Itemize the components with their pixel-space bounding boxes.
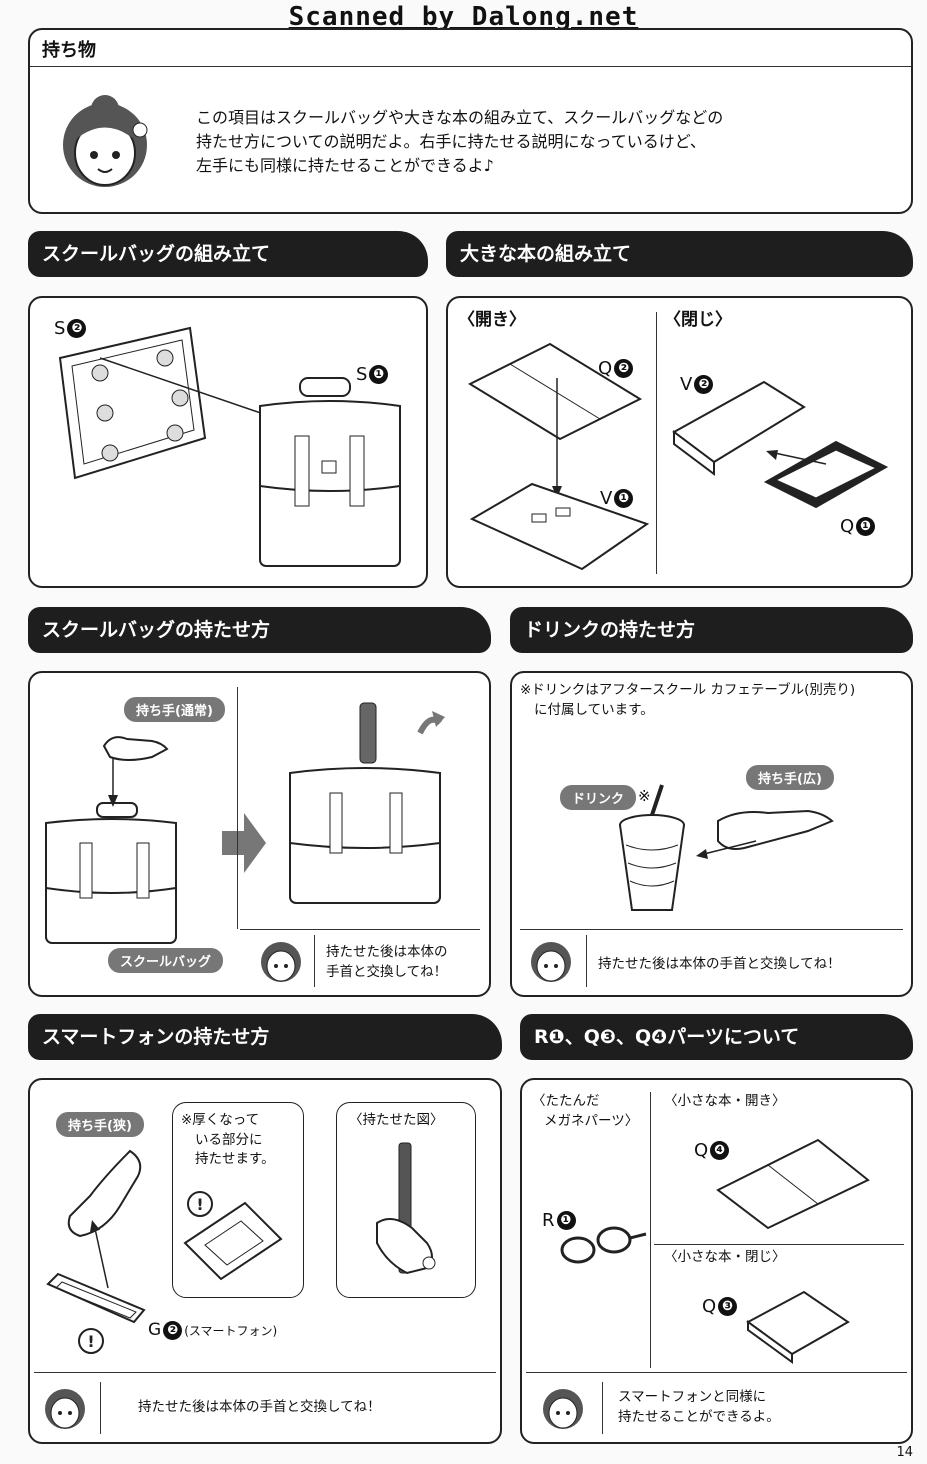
label-g2: G: [148, 1320, 162, 1340]
held-view-box: 〈持たせた図〉: [336, 1102, 476, 1298]
num-s1: ❶: [369, 365, 389, 384]
num-s2: ❷: [67, 319, 87, 338]
parts-note-1: スマートフォンと同様に: [618, 1389, 767, 1405]
hand-wide-icon: [717, 809, 834, 850]
book-assembly-header: 大きな本の組み立て: [446, 231, 913, 277]
drink-arrow-left: [696, 840, 757, 859]
label-v2: V: [680, 374, 693, 395]
hand-wide-label: 持ち手(広): [746, 765, 834, 790]
num-v2: ❷: [694, 375, 714, 394]
folded-glasses-label-2: メガネパーツ〉: [544, 1112, 639, 1129]
hand-normal-label: 持ち手(通常): [124, 697, 225, 722]
next-arrow-icon: [222, 813, 266, 873]
small-book-open-image: [716, 1138, 870, 1230]
hand-arrow-down: [108, 757, 118, 807]
character-face-icon-2: [261, 942, 301, 982]
drink-note-top-2: に付属しています。: [534, 701, 654, 718]
page-number: 14: [896, 1445, 913, 1460]
drink-holding-header: ドリンクの持たせ方: [510, 607, 913, 653]
parts-header: R❶、Q❸、Q❹パーツについて: [520, 1014, 913, 1060]
thick-note-2: いる部分に: [195, 1131, 263, 1148]
num-v1: ❶: [614, 489, 634, 508]
folded-glasses-label-1: 〈たたんだ: [532, 1093, 600, 1109]
bag-holding-header: スクールバッグの持たせ方: [28, 607, 491, 653]
warning-icon: !: [78, 1328, 104, 1354]
hand-normal-icon: [102, 736, 169, 761]
thick-part-callout: ※厚くなって いる部分に 持たせます。 !: [172, 1102, 304, 1298]
bag-holding-box: 持ち手(通常) スクールバッグ 持たせた後は本体の 手首と交換してね！: [28, 671, 491, 997]
bag-note-line-1: 持たせた後は本体の: [326, 944, 448, 960]
small-book-close-label: 〈小さな本・閉じ〉: [664, 1249, 786, 1265]
hand-narrow-label: 持ち手(狭): [56, 1112, 144, 1137]
g2-sub: (スマートフォン): [184, 1323, 278, 1338]
bag-frame-part: [58, 326, 207, 480]
open-book-bottom: [469, 482, 650, 571]
num-q1: ❶: [856, 517, 876, 536]
warning-icon-2: !: [187, 1191, 213, 1217]
thick-note-3: 持たせます。: [195, 1151, 275, 1168]
num-g2: ❷: [163, 1320, 183, 1340]
phone-holding-header: スマートフォンの持たせ方: [28, 1014, 502, 1060]
phone-held-image: [376, 1142, 436, 1275]
label-s1: S: [356, 364, 368, 385]
book-pages-block: [763, 440, 889, 509]
drink-mark: ※: [638, 787, 651, 805]
parts-note-2: 持たせることができるよ。: [618, 1408, 780, 1425]
drink-note: 持たせた後は本体の手首と交換してね！: [598, 956, 841, 972]
bag-small-image: [45, 802, 177, 944]
drink-cup-image: [619, 784, 685, 911]
character-face-icon-4: [45, 1389, 85, 1429]
small-book-closed-image: [746, 1290, 850, 1364]
character-face-icon-3: [531, 942, 571, 982]
phone-note: 持たせた後は本体の手首と交換してね！: [138, 1399, 381, 1415]
book-arrow-left: [766, 450, 827, 465]
closed-book-cover: [672, 380, 806, 476]
num-q2: ❷: [614, 359, 634, 378]
drink-holding-box: ※ドリンクはアフタースクール カフェテーブル(別売り) に付属しています。 ドリ…: [510, 671, 913, 997]
book-arrow-down: [552, 378, 562, 498]
drink-label: ドリンク: [560, 785, 637, 810]
label-q3: Q: [702, 1296, 717, 1317]
drink-note-top-1: ※ドリンクはアフタースクール カフェテーブル(別売り): [520, 682, 856, 698]
watermark: Scanned by Dalong.net: [288, 2, 639, 32]
character-face-icon: [63, 95, 148, 187]
school-bag-label: スクールバッグ: [108, 948, 224, 973]
label-s2: S: [54, 318, 66, 339]
intro-line-3: 左手にも同様に持たせることができるよ♪: [196, 156, 494, 175]
warning-text: !: [87, 1332, 94, 1351]
label-r1: R: [542, 1210, 555, 1231]
label-q4: Q: [694, 1140, 709, 1161]
warning-text-2: !: [196, 1195, 203, 1214]
intro-line-1: この項目はスクールバッグや大きな本の組み立て、スクールバッグなどの: [196, 108, 724, 127]
school-bag-image: [259, 377, 401, 567]
book-open-label: 〈開き〉: [458, 310, 526, 330]
label-q1: Q: [840, 516, 855, 537]
num-r1: ❶: [556, 1211, 576, 1230]
book-close-label: 〈閉じ〉: [664, 310, 732, 330]
held-view-label: 〈持たせた図〉: [349, 1112, 444, 1128]
phone-arrow-up: [90, 1220, 109, 1289]
label-v1: V: [600, 488, 613, 509]
character-face-icon-5: [543, 1389, 583, 1429]
num-q4: ❹: [710, 1141, 730, 1160]
open-book-top: [467, 342, 643, 441]
small-book-open-label: 〈小さな本・開き〉: [664, 1093, 786, 1109]
label-q2: Q: [598, 358, 613, 379]
phone-back-image: [183, 1201, 283, 1281]
intro-title: 持ち物: [42, 40, 96, 61]
num-q3: ❸: [718, 1297, 738, 1316]
bag-assembly-header: スクールバッグの組み立て: [28, 231, 428, 277]
intro-line-2: 持たせ方についての説明だよ。右手に持たせる説明になっているけど、: [196, 132, 706, 151]
smartphone-image: [46, 1272, 146, 1324]
thick-note-1: ※厚くなって: [181, 1112, 260, 1128]
bag-held-image: [289, 702, 445, 904]
bag-note-line-2: 手首と交換してね！: [326, 963, 448, 980]
intro-box: 持ち物 この項目はスクールバッグや大きな本の組み立て、スクールバッグなどの 持た…: [28, 28, 913, 214]
folded-glasses-image: [560, 1226, 647, 1264]
hand-narrow-icon: [67, 1149, 142, 1238]
